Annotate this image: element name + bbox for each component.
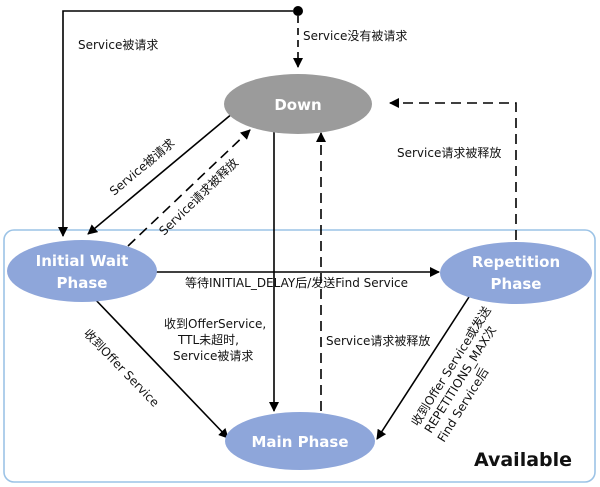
node-repetition-label-1: Repetition xyxy=(472,253,560,271)
edge-repetition-to-down xyxy=(389,98,517,240)
edge-start-to-initial xyxy=(58,10,293,237)
node-down xyxy=(224,74,372,134)
node-initial-wait-label-1: Initial Wait xyxy=(36,252,129,270)
node-initial-wait xyxy=(7,240,157,302)
edge-label-down-to-main-3: Service被请求 xyxy=(173,349,253,363)
edge-label-start-to-initial: Service被请求 xyxy=(78,38,158,52)
edge-label-repetition-to-down: Service请求被释放 xyxy=(397,145,501,160)
edge-initial-to-down xyxy=(127,129,251,247)
edge-label-main-to-down: Service请求被释放 xyxy=(326,333,430,348)
available-region xyxy=(3,229,596,483)
edge-repetition-to-main xyxy=(376,296,470,440)
node-main-label: Main Phase xyxy=(252,433,349,451)
node-main xyxy=(225,412,375,470)
start-node xyxy=(293,6,303,16)
edge-down-to-initial xyxy=(87,112,234,235)
node-repetition xyxy=(440,242,592,304)
node-down-label: Down xyxy=(274,96,321,114)
edge-label-start-to-down: Service没有被请求 xyxy=(303,28,407,43)
node-repetition-label-2: Phase xyxy=(491,275,542,293)
available-region-label: Available xyxy=(474,449,572,471)
edge-label-down-to-main-2: TTL未超时, xyxy=(177,332,239,347)
edge-label-initial-to-repetition: 等待INITIAL_DELAY后/发送Find Service xyxy=(185,275,408,290)
edge-initial-to-main xyxy=(91,295,229,439)
node-initial-wait-label-2: Phase xyxy=(57,274,108,292)
edge-label-down-to-main-1: 收到OfferService, xyxy=(164,317,266,331)
edge-label-initial-to-main: 收到Offer Service xyxy=(81,326,162,409)
